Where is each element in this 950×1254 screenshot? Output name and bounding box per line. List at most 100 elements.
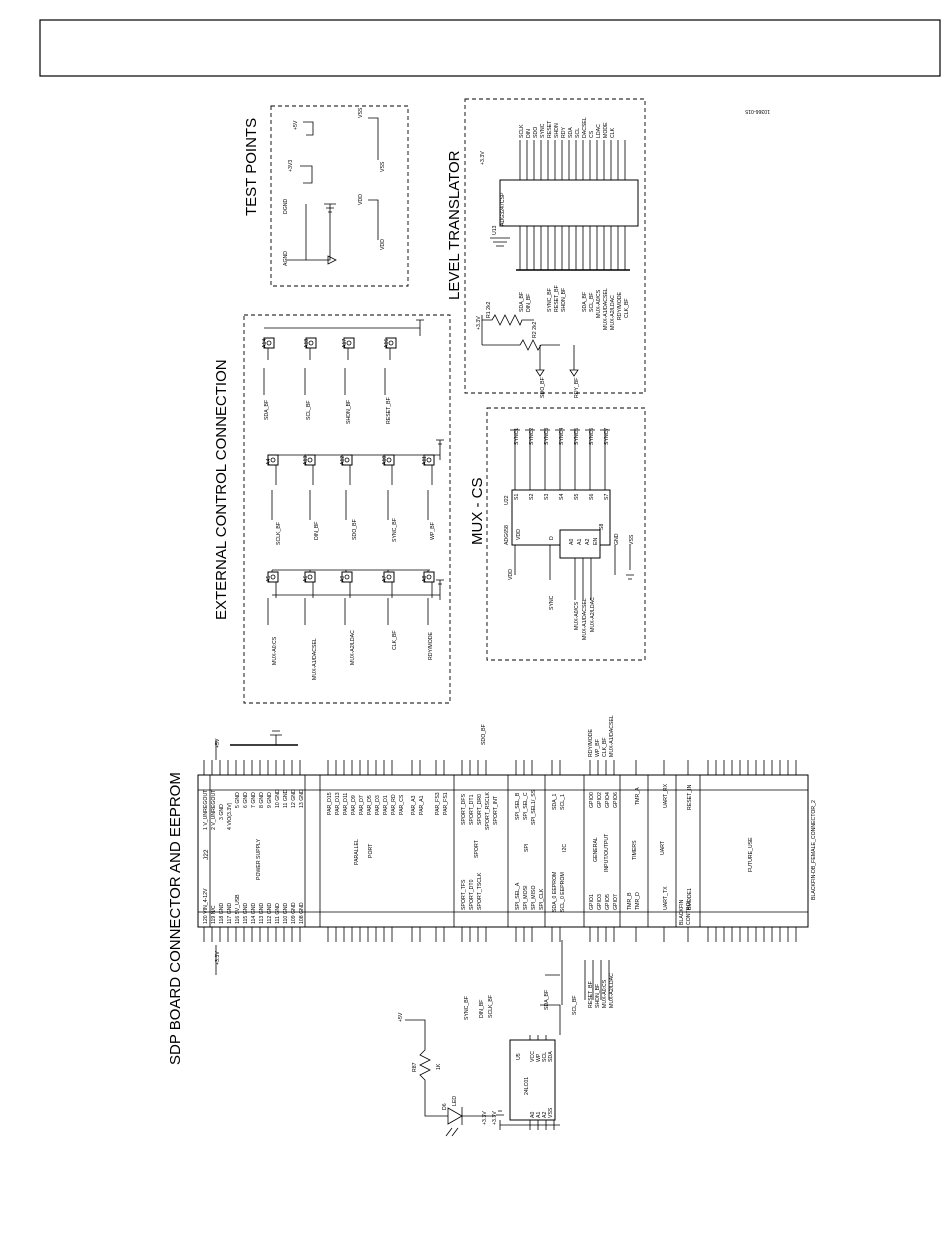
j22-gpio-0: GPIO0 xyxy=(589,792,595,808)
j22-rpin-2: 3 GND xyxy=(219,804,225,820)
ext-control: A5 A6 A9 A7 A8 A4 A13 A12 A10 A11 A14 A1… xyxy=(262,319,444,680)
gpio-net-shdn: SHDN_BF xyxy=(595,984,601,1008)
ext-net-sdo: SDO_BF xyxy=(352,519,358,540)
conn-a7: A7 xyxy=(382,576,388,582)
u22-part: ADG658 xyxy=(504,525,510,545)
j22-lpin-5: 115 GND xyxy=(243,903,249,924)
u13-ref: U13 xyxy=(492,225,498,235)
mux-pin-vdd: VDD xyxy=(516,529,522,540)
mux-pin-s7: S7 xyxy=(604,494,610,500)
ext-net-sclk: SCLK_BF xyxy=(276,522,282,545)
j22-group-uart: UART xyxy=(660,840,666,855)
j22-lpin-11: 109 GND xyxy=(291,902,297,924)
u13-part: ADG3247CSP xyxy=(500,192,506,226)
tp-vss-label: VSS xyxy=(358,107,364,118)
lt-b-sdo: SDO xyxy=(533,127,539,138)
test-frame xyxy=(270,105,409,287)
mux-out-7: SYNC7 xyxy=(604,428,610,445)
j22-3v3: +3.3V xyxy=(215,951,221,965)
u5-pin-a2: A2 xyxy=(542,1112,548,1118)
mux-pin-d: D xyxy=(549,536,555,540)
u22-decoder xyxy=(559,529,601,559)
conn-a17: A17 xyxy=(342,339,348,348)
title-block xyxy=(39,19,941,77)
j22-par-4: PAR_D7 xyxy=(359,795,365,815)
lt-a-6: SCL_BF xyxy=(589,292,595,312)
sport-net-sdo: SDO_BF xyxy=(481,724,487,745)
j22-rpin-8: 9 GND xyxy=(267,792,273,808)
j22-misc-6: BMODE1 xyxy=(687,888,693,910)
gpio-net-mux-a0: MUX-A0:CS xyxy=(602,979,608,1008)
j22-par-7: PAR_D1 xyxy=(383,795,389,815)
eeprom-net-din: DIN_BF xyxy=(479,1000,485,1018)
tp-agnd-label: AGND xyxy=(283,251,289,266)
section-title-test: TEST POINTS xyxy=(243,118,260,216)
j22-par-1: PAR_D13 xyxy=(335,792,341,815)
conn-a4: A4 xyxy=(266,459,272,465)
gpio-net-mux-a1: MUX-A1/DACSEL xyxy=(609,715,615,757)
j22-misc-3: UART_RX xyxy=(663,783,669,808)
j22-sport-7: SPORT_TSCLK xyxy=(477,872,483,910)
eeprom-3v3-b: +3.3V xyxy=(482,1111,488,1125)
ext-net-shdn: SHDN_BF xyxy=(346,400,352,424)
u5-pin-sda: SDA xyxy=(548,1051,554,1062)
conn-a12: A12 xyxy=(340,456,346,465)
conn-a6: A6 xyxy=(303,576,309,582)
j22-par-11: PAR_A1 xyxy=(419,795,425,815)
conn-a13: A13 xyxy=(303,456,309,465)
mux-out-5: SYNC5 xyxy=(574,428,580,445)
eeprom-3v3: +3.3V xyxy=(492,1111,498,1125)
tp-vdd-label: VDD xyxy=(358,194,364,205)
j22-lpin-6: 114 GND xyxy=(251,903,257,924)
tp-5v-label: +5V xyxy=(293,120,299,130)
tp-dgnd-label: DGND xyxy=(283,198,289,214)
lt-a-9: MUX-A2/LDAC xyxy=(610,295,616,330)
u5-pin-a0: A0 xyxy=(530,1112,536,1118)
j22-rpin-10: 11 GND xyxy=(283,789,289,808)
mux-pin-s4: S4 xyxy=(559,494,565,500)
j22-spi-6: SPI_CLK xyxy=(539,888,545,910)
mux-out-2: SYNC2 xyxy=(529,428,535,445)
lt-b-sda: SDA xyxy=(568,127,574,138)
lt-a-1: DIN_BF xyxy=(526,294,532,312)
lt-b-rdy: RDY xyxy=(561,127,567,138)
mux-pin-s6: S6 xyxy=(589,494,595,500)
figure-id: 10366-015 xyxy=(745,108,770,114)
lt-a-3: RESET_BF xyxy=(554,285,560,312)
lt-a-11: CLK_BF xyxy=(624,298,630,318)
led-ref: D6 xyxy=(442,1103,448,1110)
j22-group-control: CONTROL xyxy=(686,900,692,925)
ext-net-reset: RESET_BF xyxy=(386,397,392,424)
j22-rpin-4: 5 GND xyxy=(235,792,241,808)
mux-pin-vss: VSS xyxy=(629,534,635,545)
j22-spi-4: SPI_MOSI xyxy=(523,885,529,910)
ext-net-din: DIN_BF xyxy=(314,522,320,540)
u5-ref: U5 xyxy=(516,1053,522,1060)
j22-spi-5: SPI_MISO xyxy=(531,885,537,910)
lt-b-cs: CS xyxy=(589,130,595,138)
mux-net-sync: SYNC xyxy=(549,595,555,610)
mux-pin-s1: S1 xyxy=(514,494,520,500)
j22-sport-0: SPORT_DFS xyxy=(461,793,467,825)
lt-b-ldac: LDAC xyxy=(596,124,602,138)
lt-3v3: +3.3V xyxy=(480,151,486,165)
j22-lpin-12: 108 GND xyxy=(299,902,305,924)
mux-pin-a1: A1 xyxy=(577,539,583,545)
j22-par-8: PAR_RD xyxy=(391,794,397,815)
mux-pin-s3: S3 xyxy=(544,494,550,500)
eeprom-net-scl: SCL_BF xyxy=(572,995,578,1015)
j22-i2c-0: SDA_1 xyxy=(552,793,558,810)
j22-sport-1: SPORT_DT1 xyxy=(469,794,475,825)
conn-a11: A11 xyxy=(422,456,428,465)
j22-gpio-7: GPIO7 xyxy=(613,894,619,910)
j22-gpio-1: GPIO2 xyxy=(597,792,603,808)
conn-a16: A16 xyxy=(384,339,390,348)
mux-pin-s2: S2 xyxy=(529,494,535,500)
j22-sport-5: SPORT_TFS xyxy=(461,879,467,910)
ext-net-rdy: RDY/MODE xyxy=(428,632,434,660)
level-translator: U13 ADG3247CSP +3.3V +3.3V R1 2k2 R2 2k2… xyxy=(476,117,639,398)
j22-rpin-7: 8 GND xyxy=(259,792,265,808)
conn-a10: A10 xyxy=(382,456,388,465)
ext-net-wp: WP_BF xyxy=(430,522,436,540)
j22-par-10: PAR_A3 xyxy=(411,795,417,815)
